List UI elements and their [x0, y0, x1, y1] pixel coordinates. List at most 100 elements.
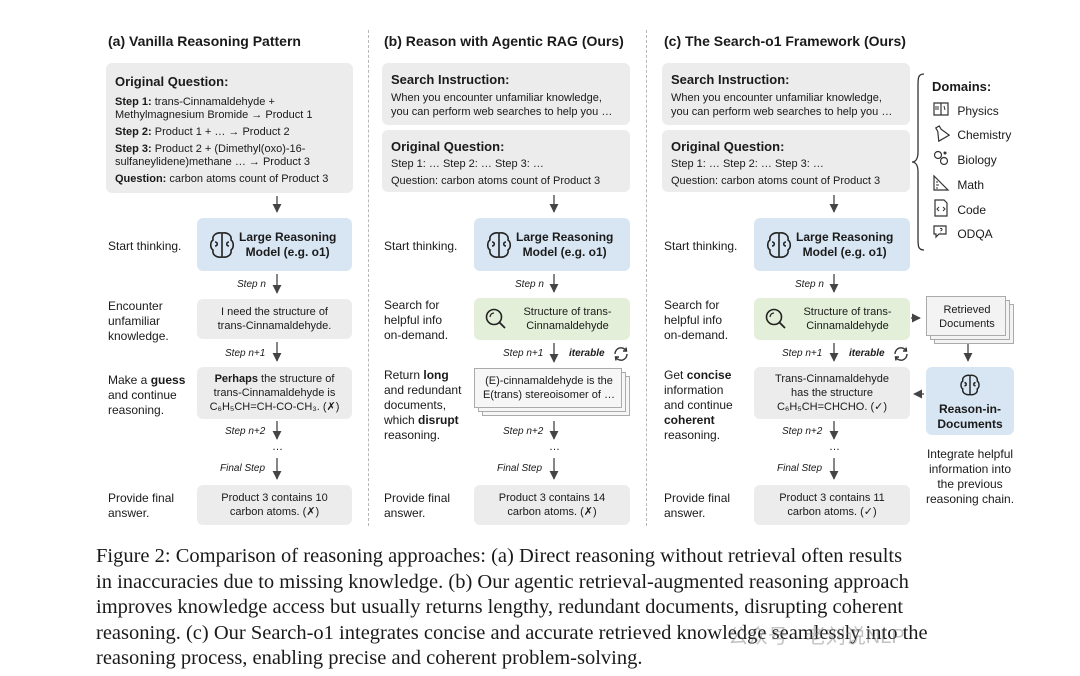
text-part: Make a — [108, 373, 151, 387]
brace-icon — [910, 72, 926, 257]
label-line: information — [664, 383, 724, 397]
domain-item: Math — [932, 174, 984, 195]
text-line: carbon atoms. (✗) — [229, 506, 320, 518]
get-concise-label: Get concise information and continue coh… — [664, 368, 733, 443]
label-line: documents, — [384, 398, 447, 412]
label-line: unfamiliar — [108, 314, 161, 328]
panel-c-title: (c) The Search-o1 Framework (Ours) — [664, 33, 906, 49]
domain-item: ODQA — [932, 223, 993, 244]
figure-caption: Figure 2: Comparison of reasoning approa… — [96, 544, 928, 672]
search-query-text: Structure of trans-Cinnamaldehyde — [790, 305, 905, 333]
step-text: Product 1 + … → Product 2 — [151, 126, 290, 138]
label-line: coherent — [664, 413, 715, 427]
label-line: reasoning. — [108, 403, 165, 417]
search-instruction-box: Search Instruction: When you encounter u… — [382, 63, 630, 125]
caption-line: improves knowledge access but usually re… — [96, 596, 904, 618]
ellipsis: … — [549, 441, 560, 453]
code-icon — [932, 199, 950, 220]
label-line: reasoning. — [664, 428, 721, 442]
original-question-box: Original Question: Step 1: … Step 2: … S… — [382, 130, 630, 192]
text-line: Trans-Cinnamaldehyde — [775, 373, 889, 385]
final-step-label: Final Step — [220, 463, 266, 474]
domain-label: Chemistry — [957, 127, 1012, 142]
label-line: and redundant — [384, 383, 462, 397]
model-line2: Model (e.g. o1) — [802, 245, 887, 259]
domain-label: Biology — [957, 152, 997, 167]
iterable-label: iterable — [569, 348, 605, 359]
bold-part: long — [423, 368, 449, 382]
text-line: Cinnamaldehyde — [806, 320, 889, 332]
label-line: answer. — [108, 506, 150, 520]
model-line2: Model (e.g. o1) — [522, 245, 607, 259]
label-line: Provide final — [108, 491, 175, 505]
original-question-box: Original Question: Step 1: trans-Cinnama… — [106, 63, 353, 193]
step-n2-label: Step n+2 — [782, 426, 823, 437]
label-line: information into — [928, 462, 1012, 476]
step-n-label: Step n — [237, 279, 266, 290]
label-line: on-demand. — [664, 328, 729, 342]
domain-item: Physics — [932, 100, 999, 121]
question-line: Question: carbon atoms count of Product … — [671, 175, 881, 187]
physics-icon — [932, 100, 950, 121]
question-header: Original Question: — [671, 139, 785, 154]
label-line: which disrupt — [384, 413, 461, 428]
step-label: Step 1: — [115, 96, 152, 108]
caption-line: reasoning process, enabling precise and … — [96, 647, 643, 669]
text-line: Documents — [937, 417, 1003, 431]
instruction-line: When you encounter unfamiliar knowledge, — [671, 92, 882, 104]
domains-header: Domains: — [932, 79, 992, 94]
text-line: has the structure — [791, 387, 873, 399]
math-icon — [932, 174, 950, 195]
label-line: Provide final — [384, 491, 451, 505]
search-query-box: Structure of trans-Cinnamaldehyde — [754, 298, 910, 340]
step-label: Step 2: — [115, 126, 152, 138]
label-line: Encounter — [108, 299, 163, 313]
domain-item: Chemistry — [932, 124, 1011, 145]
text-line: (E)-cinnamaldehyde is the — [485, 375, 613, 387]
text-line: Cinnamaldehyde — [526, 320, 609, 332]
connector-arrows — [272, 195, 973, 480]
panel-b-title: (b) Reason with Agentic RAG (Ours) — [384, 33, 624, 49]
text-part: the structure of — [257, 373, 335, 385]
model-line1: Large Reasoning — [796, 230, 894, 244]
text-line: Reason-in- — [938, 402, 1001, 416]
text-line: Perhaps the structure of — [197, 372, 352, 386]
label-line: answer. — [664, 506, 706, 520]
label-line: Make a guess — [108, 373, 185, 388]
question-line: Question: carbon atoms count of Product … — [115, 172, 328, 186]
brain-icon — [484, 230, 514, 265]
label-line: Search for — [664, 298, 720, 312]
bold-part: Perhaps — [214, 373, 258, 385]
text-line: Documents — [939, 318, 995, 330]
search-icon — [764, 307, 788, 336]
domain-label: Code — [957, 202, 987, 217]
domain-label: ODQA — [957, 226, 993, 241]
text-line: trans-Cinnamaldehyde. — [217, 320, 332, 332]
label-line: helpful info — [664, 313, 723, 327]
text-line: Product 3 contains 14 — [498, 492, 606, 504]
label-line: reasoning chain. — [925, 492, 1015, 506]
label-line: and continue — [664, 398, 733, 412]
brain-icon — [207, 230, 237, 265]
odqa-icon — [932, 223, 950, 244]
step-n1-label: Step n+1 — [782, 348, 823, 359]
step-text: trans-Cinnamaldehyde + — [151, 96, 275, 108]
